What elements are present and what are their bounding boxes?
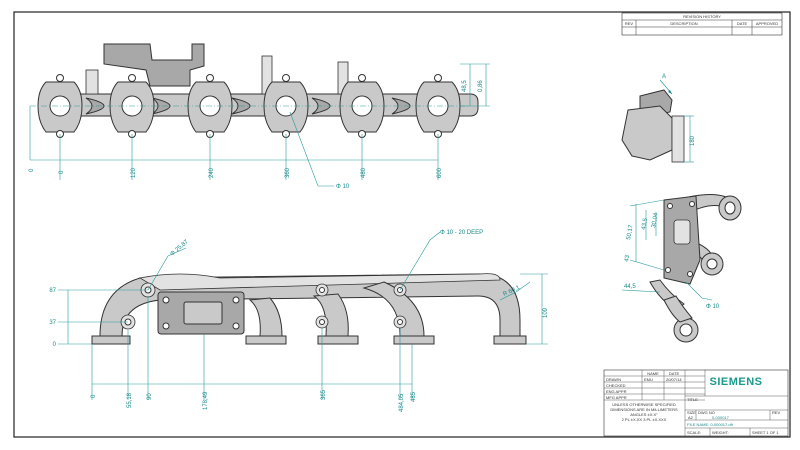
exhaust-flange xyxy=(187,74,233,138)
bottom-turbo-port xyxy=(183,301,223,325)
iso-end-flange xyxy=(700,252,724,276)
tb-row-drawn-date: 20/07/14 xyxy=(666,377,682,382)
pipe-stub xyxy=(85,69,99,95)
bottom-dim-87: 87 xyxy=(49,288,56,294)
iso-port xyxy=(673,219,691,245)
bottom-xdim-0: 0 xyxy=(91,394,97,398)
front-dim-600: 600 xyxy=(437,167,443,178)
bottom-flange xyxy=(245,335,287,345)
side-view-flange xyxy=(671,115,685,163)
tb-col-name: NAME xyxy=(647,371,659,376)
tb-weight-label: WEIGHT: xyxy=(712,430,729,435)
revision-col-rev: REV xyxy=(625,21,634,26)
iso-dim-4: 43 xyxy=(624,254,631,262)
tb-dwg-no-label: DWG NO xyxy=(698,410,715,415)
tb-sheet-label: SHEET 1 OF 1 xyxy=(752,430,779,435)
front-hole-callout: Φ 10 xyxy=(336,184,350,190)
front-dim-120: 120 xyxy=(131,167,137,178)
tb-note-3: ANGLES ±X.X° xyxy=(630,412,658,417)
front-view: 0 120 240 360 480 600 0 48,5 0,86 Φ 10 xyxy=(29,43,490,190)
turbo-outlet xyxy=(103,43,205,87)
bottom-top-curve xyxy=(138,273,501,291)
front-dim-right-1: 48,5 xyxy=(462,80,468,92)
bottom-flange xyxy=(393,335,435,345)
front-dim-480: 480 xyxy=(361,167,367,178)
tb-size-value: A2 xyxy=(688,415,694,420)
side-view: A 180 xyxy=(621,74,696,163)
side-view-label: A xyxy=(662,74,666,80)
front-dim-right-2: 0,86 xyxy=(478,80,484,92)
bottom-xdim-1: 55,18 xyxy=(127,392,133,408)
iso-runner xyxy=(663,295,693,323)
bottom-hole-callout: Φ 10 - 20 DEEP xyxy=(440,230,483,236)
tb-row-mfg-appr: MFG APPR xyxy=(606,395,627,400)
revision-col-description: DESCRIPTION xyxy=(670,21,697,26)
tb-row-drawn: DRAWN xyxy=(606,377,621,382)
iso-view: 50,17 43,5 30,04 43 44,5 Φ 10 xyxy=(621,194,742,343)
front-dim-240: 240 xyxy=(209,167,215,178)
iso-end-flange xyxy=(718,195,742,221)
bottom-height-dim: 109 xyxy=(543,307,549,318)
side-view-dim: 180 xyxy=(690,135,696,146)
tb-scale-label: SCALE: xyxy=(687,430,701,435)
bottom-xdim-2: 90 xyxy=(147,393,153,400)
tb-title-label: TITLE xyxy=(687,397,698,402)
exhaust-flange xyxy=(109,74,155,138)
revision-col-approved: APPROVED xyxy=(756,21,778,26)
bottom-xdim-6: 485 xyxy=(411,391,417,402)
revision-col-date: DATE xyxy=(737,21,748,26)
tb-size-label: SIZE xyxy=(687,410,696,415)
front-dim-0: 0 xyxy=(59,170,65,174)
front-dim-y0: 0 xyxy=(29,168,35,172)
front-dim-360: 360 xyxy=(285,167,291,178)
title-block: SIEMENS NAME DATE DRAWN EMU 20/07/14 CHE… xyxy=(603,369,789,437)
bottom-dim-0: 0 xyxy=(53,342,57,348)
bottom-flange xyxy=(493,335,527,345)
tb-rev-label: REV xyxy=(772,410,781,415)
iso-dim-1: 50,17 xyxy=(626,224,635,240)
iso-dim-2: 43,5 xyxy=(641,217,649,230)
tb-dwg-no-value: 0-000017 xyxy=(712,415,730,420)
tb-note-2: DIMENSIONS ARE IN MILLIMETERS xyxy=(610,407,678,412)
side-view-body xyxy=(621,105,673,161)
revision-title: REVISION HISTORY xyxy=(683,14,721,19)
tb-col-date: DATE xyxy=(669,371,680,376)
bottom-flange xyxy=(317,335,359,345)
bottom-xdim-5: 484,05 xyxy=(399,393,405,412)
bottom-dim-37: 37 xyxy=(49,320,56,326)
runner-crescent xyxy=(151,97,171,115)
tb-row-eng-appr: ENG APPR xyxy=(606,389,627,394)
runner-crescent xyxy=(85,97,105,115)
siemens-logo: SIEMENS xyxy=(709,376,762,388)
iso-dim-5: 44,5 xyxy=(624,284,636,290)
iso-dim-3: 30,04 xyxy=(651,212,660,228)
tb-row-drawn-name: EMU xyxy=(644,377,653,382)
bottom-xdim-3: 178,49 xyxy=(203,391,209,410)
bottom-xdim-4: 365 xyxy=(321,389,327,400)
bottom-flange xyxy=(91,335,131,345)
tb-note-1: UNLESS OTHERWISE SPECIFIED xyxy=(612,402,676,407)
tb-note-4: 2 PL ±X.XX 3 PL ±X.XXX xyxy=(622,417,667,422)
iso-end-flange xyxy=(673,317,699,343)
tb-file-name: FILE NAME: 0-000017.dft xyxy=(687,422,734,427)
iso-dim-6: Φ 10 xyxy=(706,304,720,310)
revision-history-block: REVISION HISTORY REV DESCRIPTION DATE AP… xyxy=(621,12,783,36)
tb-row-checked: CHECKED xyxy=(606,383,626,388)
